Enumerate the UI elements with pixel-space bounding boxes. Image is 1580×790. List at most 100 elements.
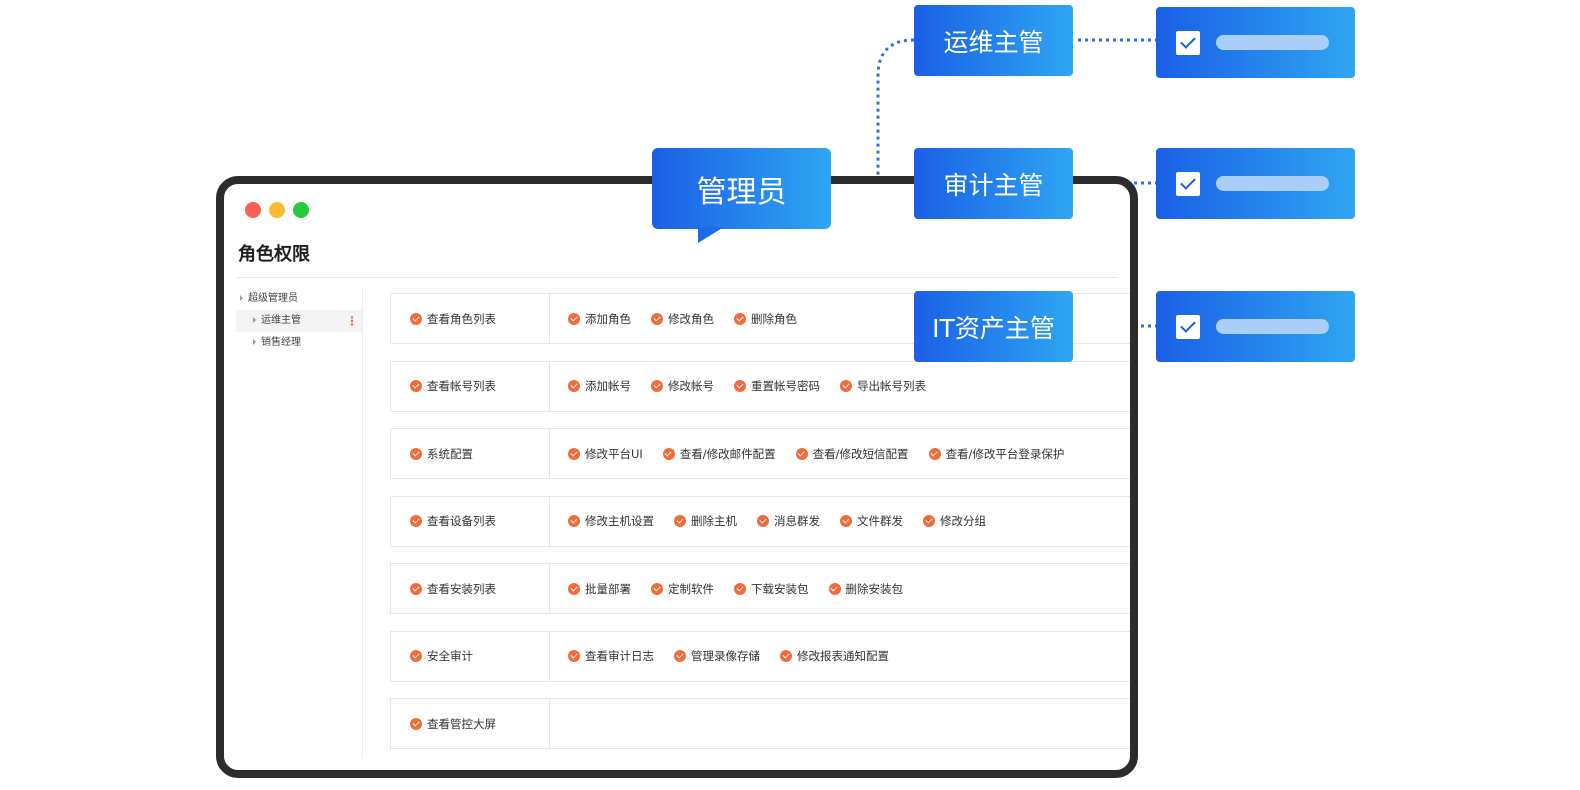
check-circle-icon: [568, 380, 580, 392]
permission-label: 删除主机: [691, 514, 737, 528]
app-window: 角色权限 超级管理员 运维主管 ⋮ 销售经理 查看角色列表 添加角色 修改角色 …: [216, 176, 1138, 778]
permission-checkbox[interactable]: 下载安装包: [734, 581, 809, 597]
permission-label: 添加帐号: [585, 379, 631, 393]
permission-row: 查看帐号列表 添加帐号 修改帐号 重置帐号密码 导出帐号列表: [390, 360, 1130, 412]
permission-checkbox[interactable]: 消息群发: [757, 513, 820, 529]
permission-row: 查看安装列表 批量部署 定制软件 下载安装包 删除安装包: [390, 563, 1130, 614]
check-circle-icon: [734, 582, 746, 595]
check-circle-icon: [410, 717, 422, 730]
permission-row: 安全审计 查看审计日志 管理录像存储 修改报表通知配置: [390, 630, 1130, 682]
permission-checkbox[interactable]: 管理录像存储: [674, 648, 760, 664]
role-card-ops: 运维主管: [914, 5, 1073, 76]
placeholder-bar: [1216, 319, 1329, 334]
permission-checkbox[interactable]: 系统配置: [410, 446, 473, 462]
permission-label: 查看帐号列表: [427, 379, 496, 393]
permission-table: 查看角色列表 添加角色 修改角色 删除角色 查看帐号列表 添加帐号 修改帐号 重…: [390, 293, 1130, 766]
result-card: [1156, 291, 1355, 362]
check-circle-icon: [662, 447, 675, 460]
permission-label: 管理录像存储: [691, 649, 760, 663]
permission-row: 查看管控大屏: [390, 698, 1130, 749]
minimize-button[interactable]: [269, 202, 285, 218]
tree-item-label: 运维主管: [261, 315, 301, 326]
permission-checkbox[interactable]: 添加帐号: [568, 378, 631, 394]
permission-checkbox[interactable]: 查看审计日志: [568, 648, 654, 664]
check-circle-icon: [674, 650, 686, 662]
permission-checkbox[interactable]: 查看角色列表: [410, 311, 496, 327]
check-circle-icon: [568, 582, 580, 595]
check-circle-icon: [928, 447, 941, 460]
role-tree: 超级管理员 运维主管 ⋮ 销售经理: [236, 288, 363, 758]
page-title: 角色权限: [238, 244, 310, 265]
permission-label: 删除安装包: [845, 581, 904, 596]
role-card-audit: 审计主管: [914, 148, 1073, 219]
tree-item-label: 销售经理: [261, 337, 301, 348]
permission-checkbox[interactable]: 文件群发: [840, 513, 903, 529]
checkbox-checked-icon: [1176, 31, 1200, 55]
permission-label: 安全审计: [427, 649, 473, 663]
permission-label: 批量部署: [585, 581, 631, 596]
permission-checkbox[interactable]: 重置帐号密码: [734, 378, 820, 394]
permission-checkbox[interactable]: 批量部署: [568, 581, 631, 597]
permission-label: 查看管控大屏: [427, 716, 496, 731]
maximize-button[interactable]: [293, 202, 309, 218]
tree-item-super-admin[interactable]: 超级管理员: [236, 288, 362, 310]
permission-checkbox[interactable]: 查看管控大屏: [410, 716, 496, 732]
permission-checkbox[interactable]: 修改报表通知配置: [780, 648, 889, 664]
check-circle-icon: [410, 312, 422, 325]
result-card: [1156, 148, 1355, 219]
permission-label: 修改角色: [668, 311, 714, 326]
window-controls: [245, 202, 309, 218]
permission-label: 删除角色: [751, 311, 797, 326]
placeholder-bar: [1216, 176, 1329, 191]
role-card-it-asset: IT资产主管: [914, 291, 1073, 362]
permission-label: 查看安装列表: [427, 581, 496, 596]
check-circle-icon: [828, 582, 841, 595]
permission-checkbox[interactable]: 查看帐号列表: [410, 378, 496, 394]
check-circle-icon: [734, 380, 746, 392]
permission-checkbox[interactable]: 删除角色: [734, 311, 797, 327]
check-circle-icon: [410, 650, 422, 662]
tree-item-ops-manager[interactable]: 运维主管 ⋮: [236, 310, 362, 332]
permission-checkbox[interactable]: 导出帐号列表: [840, 378, 926, 394]
permission-label: 查看/修改平台登录保护: [945, 446, 1065, 461]
permission-checkbox[interactable]: 修改平台UI: [568, 446, 643, 462]
permission-label: 修改平台UI: [585, 446, 643, 461]
result-card: [1156, 7, 1355, 78]
permission-checkbox[interactable]: 查看安装列表: [410, 581, 496, 597]
permission-checkbox[interactable]: 修改主机设置: [568, 513, 654, 529]
permission-label: 修改主机设置: [585, 514, 654, 528]
permission-row: 系统配置 修改平台UI 查看/修改邮件配置 查看/修改短信配置 查看/修改平台登…: [390, 428, 1130, 479]
permission-checkbox[interactable]: 安全审计: [410, 648, 473, 664]
permission-checkbox[interactable]: 删除主机: [674, 513, 737, 529]
permission-label: 定制软件: [668, 581, 714, 596]
check-circle-icon: [568, 312, 580, 325]
check-circle-icon: [410, 380, 422, 392]
check-circle-icon: [923, 515, 935, 527]
permission-checkbox[interactable]: 删除安装包: [828, 581, 904, 597]
check-circle-icon: [674, 515, 686, 527]
permission-checkbox[interactable]: 定制软件: [651, 581, 714, 597]
permission-checkbox[interactable]: 查看/修改邮件配置: [662, 446, 776, 462]
permission-checkbox[interactable]: 修改角色: [651, 311, 714, 327]
permission-row: 查看设备列表 修改主机设置 删除主机 消息群发 文件群发 修改分组: [390, 495, 1130, 547]
permission-checkbox[interactable]: 修改帐号: [651, 378, 714, 394]
permission-checkbox[interactable]: 查看/修改平台登录保护: [928, 446, 1065, 462]
caret-right-icon: [253, 317, 256, 323]
check-circle-icon: [757, 515, 769, 527]
permission-checkbox[interactable]: 添加角色: [568, 311, 631, 327]
close-button[interactable]: [245, 202, 261, 218]
tree-item-sales-manager[interactable]: 销售经理: [236, 332, 362, 354]
placeholder-bar: [1216, 35, 1329, 50]
check-circle-icon: [410, 582, 422, 595]
permission-label: 添加角色: [585, 311, 631, 326]
check-circle-icon: [568, 447, 580, 460]
permission-checkbox[interactable]: 查看/修改短信配置: [795, 446, 909, 462]
permission-label: 重置帐号密码: [751, 379, 820, 393]
permission-checkbox[interactable]: 修改分组: [923, 513, 986, 529]
check-circle-icon: [651, 380, 663, 392]
check-circle-icon: [410, 447, 422, 460]
permission-checkbox[interactable]: 查看设备列表: [410, 513, 496, 529]
permission-label: 系统配置: [427, 446, 473, 461]
more-vertical-icon[interactable]: ⋮: [346, 314, 358, 328]
